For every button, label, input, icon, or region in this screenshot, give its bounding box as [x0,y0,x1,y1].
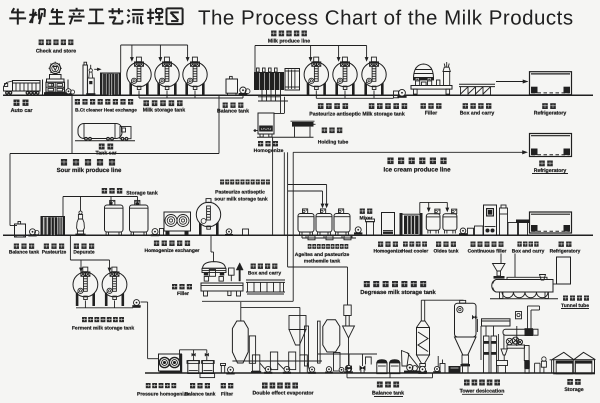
svg-text:methemile tank: methemile tank [304,259,341,265]
svg-text:Tunnel tube: Tunnel tube [561,303,589,309]
svg-text:Refrigeratory: Refrigeratory [534,168,567,174]
svg-text:Pasteurize: Pasteurize [42,250,67,256]
svg-text:Pasteurize antiseptic Milk sto: Pasteurize antiseptic Milk storage tank [309,112,405,118]
svg-text:Box and carry: Box and carry [248,271,282,277]
svg-text:Box and carry: Box and carry [460,111,495,117]
svg-text:Homogenize: Homogenize [254,148,284,154]
svg-text:Depurate: Depurate [73,250,94,256]
svg-text:Box and carry: Box and carry [512,249,545,255]
svg-text:Filter: Filter [221,392,233,398]
svg-text:Storage tank: Storage tank [126,191,158,197]
svg-text:B.Ct cleaner Heat exchange: B.Ct cleaner Heat exchange [75,108,137,113]
svg-text:Check and store: Check and store [36,49,76,55]
svg-text:Sour milk produce line: Sour milk produce line [57,167,122,174]
svg-text:Filler: Filler [177,291,189,297]
svg-text:Tower desiccation: Tower desiccation [460,389,505,395]
svg-text:Mixer: Mixer [359,216,372,222]
svg-text:Balance tank: Balance tank [9,250,39,256]
svg-text:Ageites and pasteurize: Ageites and pasteurize [295,252,350,258]
svg-text:Auto car: Auto car [11,108,34,114]
svg-text:Ferment milk storage tank: Ferment milk storage tank [72,326,134,332]
svg-text:Pasteurize antiseptic: Pasteurize antiseptic [215,190,265,196]
svg-text:Milk storage tank: Milk storage tank [143,108,185,114]
svg-text:Balance tank: Balance tank [372,391,404,397]
svg-text:Refrigeratory: Refrigeratory [534,111,567,117]
svg-text:Continuous filler: Continuous filler [468,249,507,255]
svg-text:Milk produce line: Milk produce line [268,39,310,45]
svg-text:sour milk storage tank: sour milk storage tank [214,197,268,203]
svg-text:The Process Chart of the Milk: The Process Chart of the Milk Products [198,7,574,30]
svg-text:Pressure homogenize: Pressure homogenize [137,392,189,398]
svg-text:Heat cooler: Heat cooler [402,249,429,255]
svg-text:Oldes tank: Oldes tank [433,249,458,255]
svg-text:Holding tube: Holding tube [318,140,349,146]
svg-text:Filler: Filler [425,111,437,117]
svg-text:Balance tank: Balance tank [217,109,249,115]
svg-text:Homogenize: Homogenize [373,249,402,255]
svg-text:Homogenize exchanger: Homogenize exchanger [145,248,200,254]
svg-text:Refrigeratory: Refrigeratory [550,249,581,255]
svg-text:Tank car: Tank car [96,151,117,157]
svg-text:Ice cream produce line: Ice cream produce line [383,167,451,174]
svg-text:Degrease milk storage tank: Degrease milk storage tank [360,289,436,296]
svg-text:Balance tank: Balance tank [185,392,216,398]
svg-text:Double effect evaporator: Double effect evaporator [252,391,313,397]
svg-text:Storage: Storage [564,387,583,393]
